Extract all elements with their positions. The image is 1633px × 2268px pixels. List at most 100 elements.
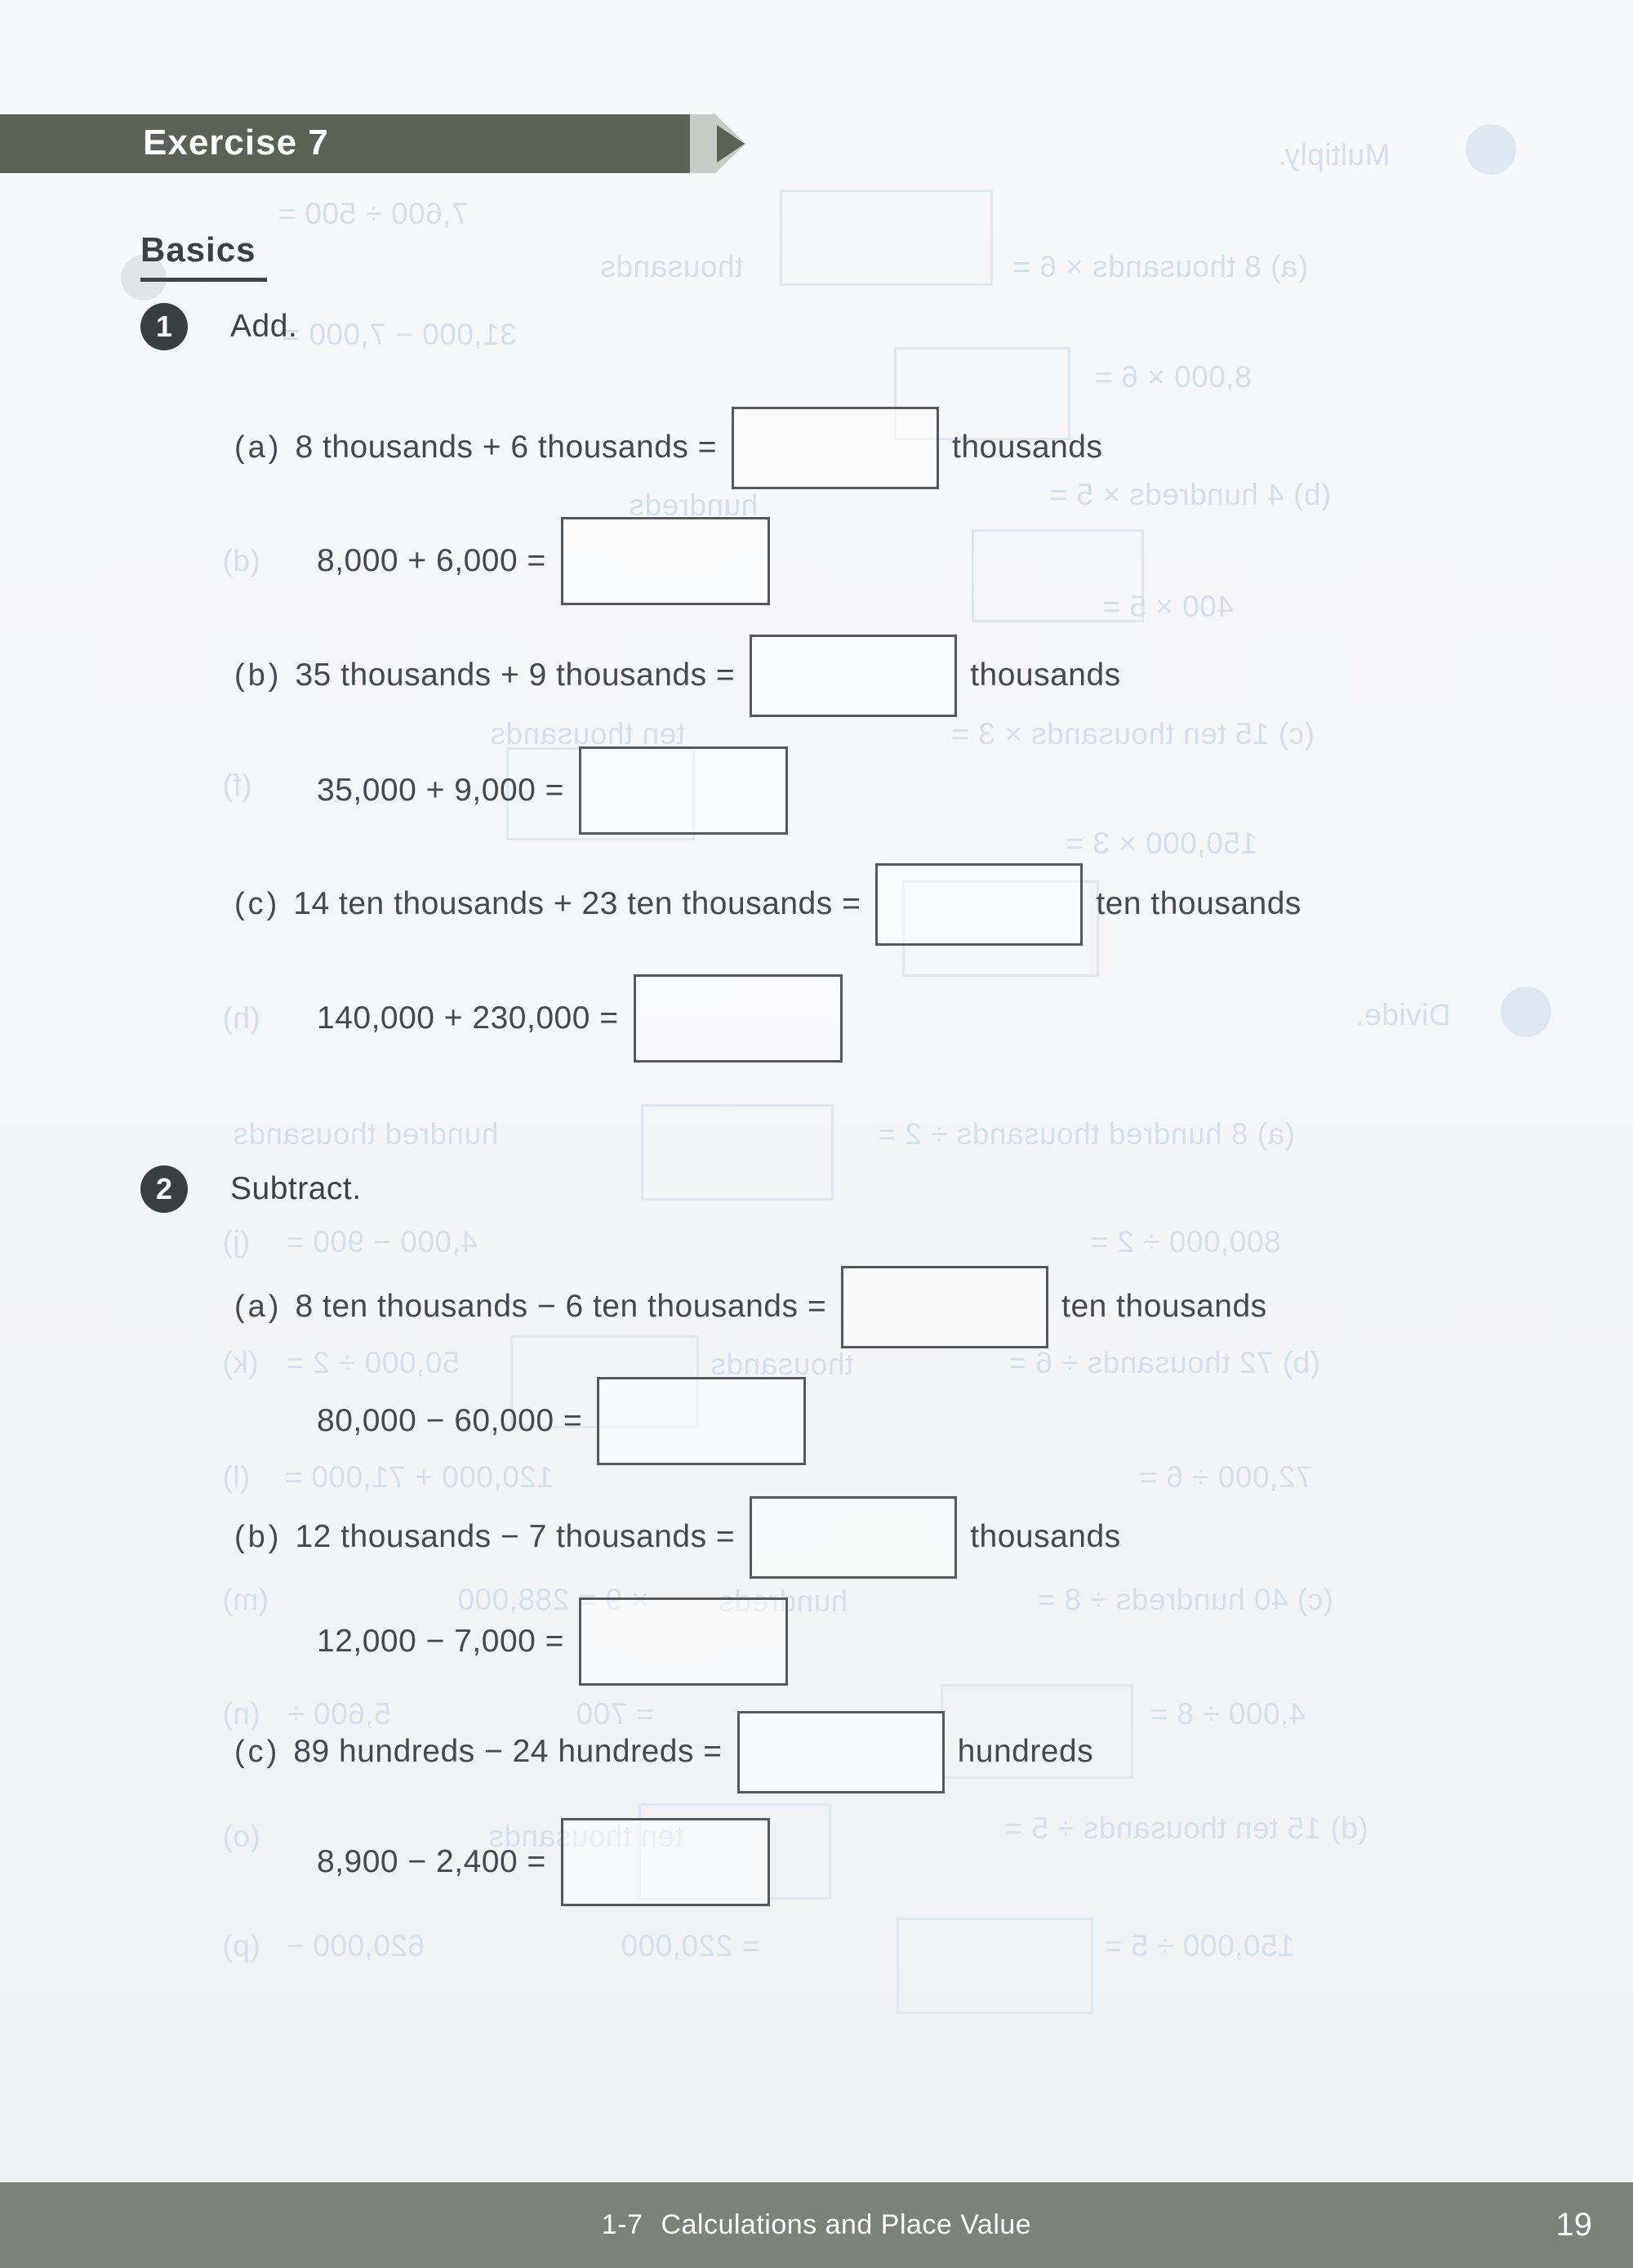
bleedthrough-text: (c) 15 ten thousands × 3 = [951, 717, 1315, 751]
bleedthrough-text: 120,000 + 71,000 = [284, 1460, 554, 1494]
answer-box[interactable] [560, 517, 770, 605]
bleedthrough-text: (m) [222, 1583, 269, 1616]
bleedthrough-text: 72,000 ÷ 6 = [1139, 1460, 1313, 1494]
part-label: (c) [234, 886, 281, 921]
bleedthrough-text: 800,000 ÷ 2 = [1090, 1225, 1281, 1259]
problem-2-header: 2 Subtract. [140, 1165, 362, 1213]
part-label: (b) [234, 1519, 283, 1554]
equation-unit: ten thousands [1096, 886, 1302, 921]
problem-2-part-a-line-1: (a) 8 ten thousands − 6 ten thousands = … [234, 1265, 1267, 1348]
bleedthrough-text: (o) [222, 1820, 260, 1853]
part-label: (a) [234, 430, 283, 465]
problem-2-part-b-line-2: 12,000 − 7,000 = [317, 1597, 801, 1686]
bleedthrough-text: 4,000 − 900 = [286, 1225, 478, 1259]
answer-box[interactable] [578, 746, 788, 835]
equation-text: 140,000 + 230,000 = [317, 1000, 619, 1036]
bleedthrough-text: 7,600 ÷ 500 = [278, 197, 469, 230]
equation-unit: thousands [952, 430, 1103, 465]
equation-text: 8,900 − 2,400 = [317, 1844, 546, 1879]
bleedthrough-text: = 220,000 [621, 1929, 760, 1963]
equation-unit: thousands [970, 657, 1121, 693]
page-number: 19 [1555, 2207, 1593, 2243]
equation-unit: thousands [970, 1519, 1121, 1554]
equation-text: 35,000 + 9,000 = [317, 773, 564, 808]
problem-1-part-b-line-1: (b) 35 thousands + 9 thousands = thousan… [234, 634, 1121, 717]
bleedthrough-text: (d) 15 ten thousands ÷ 5 = [1004, 1811, 1368, 1845]
equation-text: 8,000 + 6,000 = [317, 543, 546, 578]
bleedthrough-text: 620,000 − [286, 1929, 425, 1963]
bleedthrough-text: (a) 8 thousands × 6 = [1012, 250, 1309, 283]
problem-1-part-a-line-2: 8,000 + 6,000 = [317, 517, 783, 605]
bleedthrough-text: thousands [600, 250, 744, 283]
bleedthrough-text: (j) [222, 1225, 251, 1259]
problem-1-number-badge: 1 [140, 303, 188, 350]
answer-box[interactable] [736, 1710, 945, 1793]
answer-box[interactable] [841, 1265, 1049, 1348]
bleedthrough-text: 150,000 ÷ 5 = [1104, 1929, 1295, 1963]
bleedthrough-box [894, 347, 1070, 440]
equation-text: 89 hundreds − 24 hundreds = [293, 1734, 723, 1769]
bleedthrough-circle [1466, 124, 1516, 175]
bleedthrough-text: Multiply. [1278, 138, 1390, 172]
footer-bar: 1-7 Calculations and Place Value 19 [0, 2182, 1633, 2268]
bleedthrough-text: Divide. [1355, 998, 1451, 1032]
bleedthrough-text: (d) [222, 544, 260, 577]
bleedthrough-text: 400 × 5 = [1102, 590, 1234, 623]
bleedthrough-text: 4,000 ÷ 8 = [1150, 1697, 1306, 1731]
answer-box[interactable] [750, 1495, 958, 1579]
problem-1-part-c-line-2: 140,000 + 230,000 = [317, 974, 856, 1063]
bleedthrough-box [897, 1918, 1093, 2014]
exercise-banner: Exercise 7 [0, 114, 690, 173]
bleedthrough-box [641, 1104, 834, 1201]
answer-box[interactable] [597, 1377, 807, 1465]
bleedthrough-text: (f) [222, 769, 252, 802]
bleedthrough-text: hundred thousands [233, 1117, 499, 1151]
section-title: Basics [140, 230, 268, 282]
answer-box[interactable] [633, 974, 843, 1063]
equation-unit: ten thousands [1061, 1289, 1267, 1324]
equation-text: 8 thousands + 6 thousands = [295, 430, 718, 465]
bleedthrough-text: (c) 40 hundreds ÷ 8 = [1037, 1583, 1333, 1616]
bleedthrough-text: 50,000 ÷ 2 = [286, 1346, 460, 1379]
part-label: (c) [234, 1734, 281, 1769]
problem-2-number-badge: 2 [140, 1165, 188, 1213]
answer-box[interactable] [732, 406, 940, 489]
answer-box[interactable] [750, 634, 958, 717]
footer-section-title: 1-7 Calculations and Place Value [602, 2209, 1031, 2241]
answer-box[interactable] [578, 1597, 788, 1686]
bleedthrough-text: (a) 8 hundred thousands ÷ 2 = [878, 1117, 1296, 1151]
problem-1-header: 1 Add. [140, 303, 297, 350]
problem-2-part-b-line-1: (b) 12 thousands − 7 thousands = thousan… [234, 1495, 1121, 1579]
part-label: (b) [234, 657, 283, 693]
footer-section-name: Calculations and Place Value [661, 2209, 1032, 2240]
bleedthrough-text: (l) [222, 1460, 251, 1494]
bleedthrough-text: (p) [222, 1929, 260, 1963]
bleedthrough-text: 8,000 × 6 = [1094, 360, 1252, 394]
problem-1-part-c-line-1: (c) 14 ten thousands + 23 ten thousands … [234, 862, 1302, 946]
bleedthrough-text: 31,000 − 7,000 = [282, 318, 517, 351]
equation-unit: hundreds [957, 1734, 1094, 1769]
footer-section-number: 1-7 [601, 2209, 643, 2240]
bleedthrough-text: 150,000 × 3 = [1066, 827, 1257, 860]
part-label: (a) [234, 1289, 283, 1324]
bleedthrough-box [972, 529, 1144, 622]
equation-text: 12,000 − 7,000 = [317, 1624, 564, 1659]
bleedthrough-text: (b) 72 thousands ÷ 6 = [1008, 1346, 1321, 1379]
problem-1-instruction: Add. [230, 309, 298, 344]
equation-text: 8 ten thousands − 6 ten thousands = [295, 1289, 827, 1324]
problem-2-part-c-line-1: (c) 89 hundreds − 24 hundreds = hundreds [234, 1710, 1094, 1793]
equation-text: 80,000 − 60,000 = [317, 1403, 583, 1438]
answer-box[interactable] [560, 1818, 770, 1906]
bleedthrough-circle [1501, 987, 1551, 1037]
problem-1-part-a-line-1: (a) 8 thousands + 6 thousands = thousand… [234, 406, 1103, 489]
bleedthrough-text: (h) [222, 1001, 260, 1035]
problem-2-instruction: Subtract. [230, 1171, 362, 1206]
problem-2-part-a-line-2: 80,000 − 60,000 = [317, 1377, 819, 1465]
equation-text: 14 ten thousands + 23 ten thousands = [293, 886, 861, 921]
bleedthrough-text: (k) [222, 1346, 259, 1379]
exercise-banner-label: Exercise 7 [143, 123, 329, 163]
answer-box[interactable] [875, 862, 1083, 946]
bleedthrough-box [780, 189, 993, 286]
problem-1-part-b-line-2: 35,000 + 9,000 = [317, 746, 801, 835]
